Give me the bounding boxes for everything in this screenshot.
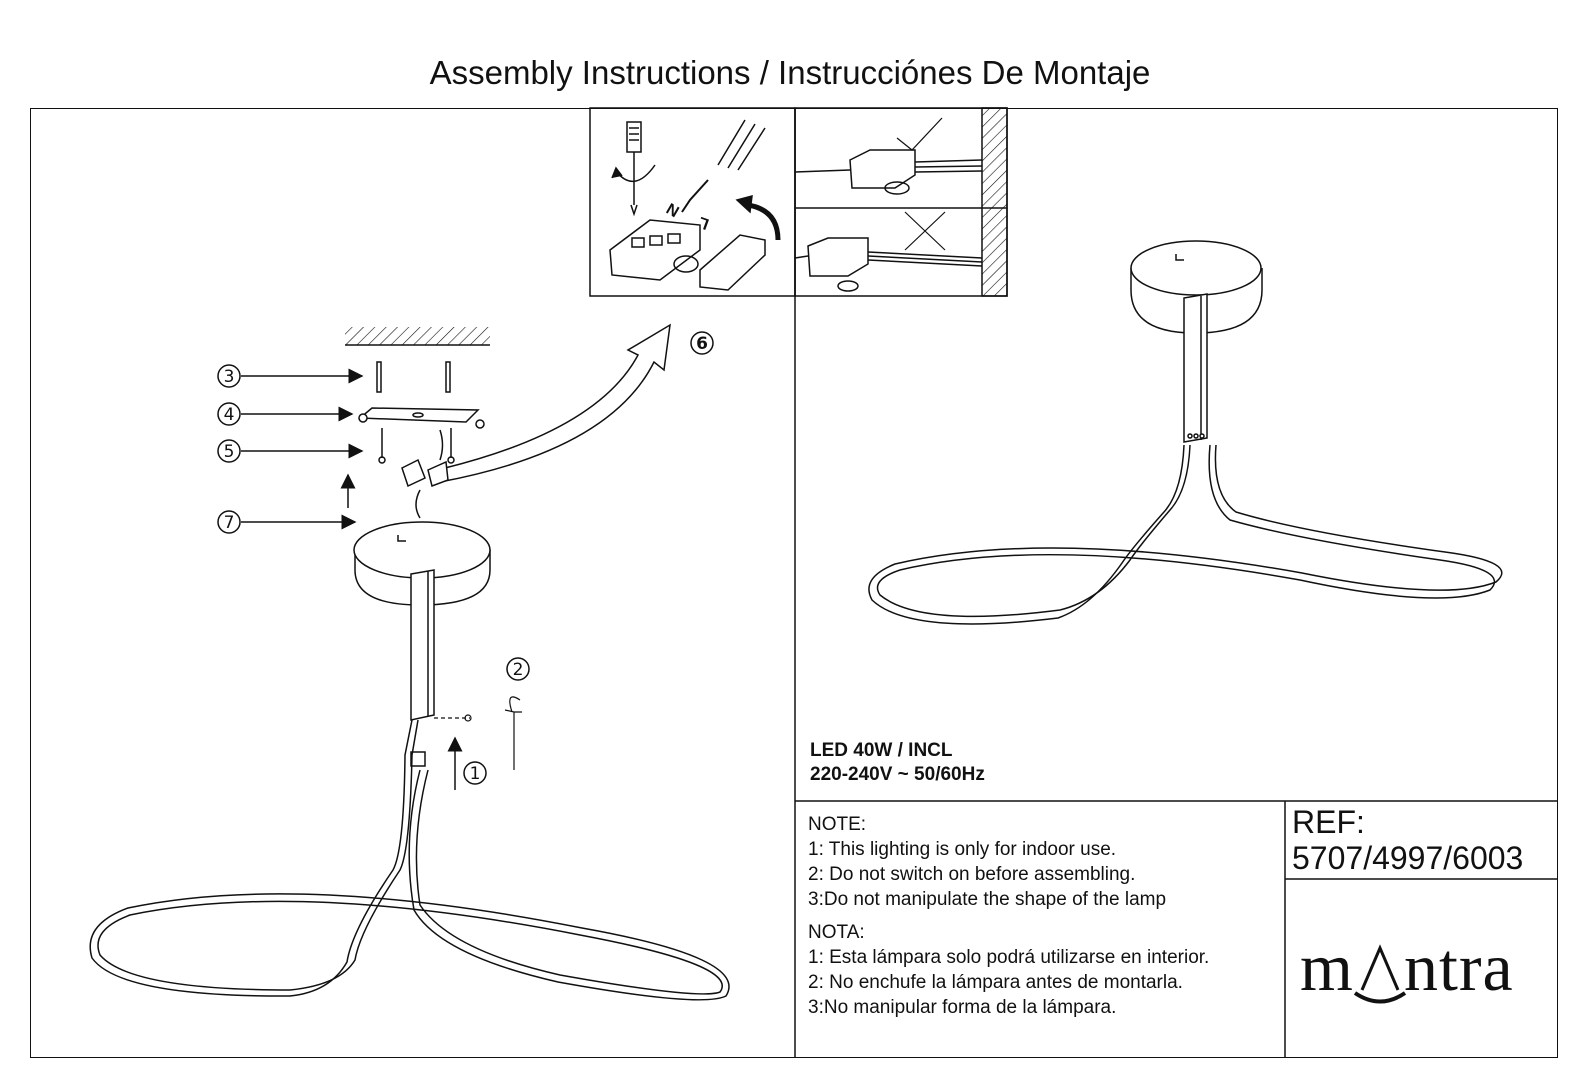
lamp-ring-left: [89, 719, 730, 1001]
notes-english: NOTE: 1: This lighting is only for indoo…: [808, 812, 1166, 912]
connector-plug: [410, 751, 426, 767]
callout-7: 7: [224, 513, 235, 533]
notes-es-item: 2: No enchufe la lámpara antes de montar…: [808, 972, 1183, 993]
driver-correct: [794, 149, 983, 195]
notes-en-item: 3:Do not manipulate the shape of the lam…: [808, 889, 1167, 910]
reference-label: REF:: [1292, 804, 1365, 840]
svg-text:m: m: [1300, 930, 1354, 1005]
checkmark-icon: [896, 117, 943, 151]
terminal-block: [609, 219, 701, 281]
notes-es-heading: NOTA:: [808, 922, 865, 943]
ceiling-hatch: [345, 327, 490, 346]
brand-logo: m ntra: [1300, 929, 1550, 1010]
page-title: Assembly Instructions / Instrucciónes De…: [429, 54, 1151, 91]
driver-position-inset: [794, 107, 1008, 297]
driver-wrong: [794, 237, 983, 292]
svg-text:ntra: ntra: [1404, 930, 1514, 1005]
stem-left: [410, 569, 435, 721]
spec-voltage: 220-240V ~ 50/60Hz: [810, 764, 985, 785]
callout-4: 4: [224, 405, 235, 425]
neutral-label: N: [663, 201, 682, 222]
spec-power: LED 40W / INCL: [810, 740, 953, 761]
lamp-ring-right: [868, 444, 1503, 625]
mounting-bracket: [358, 407, 485, 429]
junction-box: [401, 429, 449, 519]
callout-2: 2: [513, 660, 524, 680]
live-label: L: [696, 213, 711, 232]
notes-en-item: 1: This lighting is only for indoor use.: [808, 839, 1117, 860]
notes-es-item: 3:No manipular forma de la lámpara.: [808, 997, 1117, 1018]
callouts: [217, 331, 714, 790]
callout-5: 5: [224, 442, 235, 462]
cross-icon: [904, 211, 946, 251]
screws: [378, 428, 455, 464]
callout-numbers: 3 4 5 7 6 2 1: [224, 334, 708, 784]
reference-number: 5707/4997/6003: [1292, 840, 1524, 876]
screwdriver-icon: [611, 121, 656, 217]
notes-en-item: 2: Do not switch on before assembling.: [808, 864, 1136, 885]
callout-6: 6: [696, 334, 708, 354]
notes-en-heading: NOTE:: [808, 814, 867, 835]
notes-spanish: NOTA: 1: Esta lámpara solo podrá utiliza…: [808, 920, 1209, 1020]
lamp-assembled-right: [1130, 240, 1263, 443]
callout-1: 1: [470, 764, 481, 784]
callout-3: 3: [224, 367, 235, 387]
anchors: [376, 361, 451, 393]
notes-es-item: 1: Esta lámpara solo podrá utilizarse en…: [808, 947, 1210, 968]
callout-3-circle: [217, 364, 241, 388]
wiring-inset: N L: [589, 107, 796, 297]
